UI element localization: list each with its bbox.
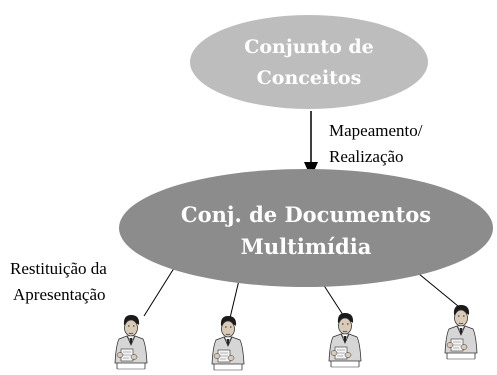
- concept-set-label-line1: Conjunto de: [244, 36, 374, 58]
- restitution-label-line2: Apresentação: [13, 285, 106, 304]
- multimedia-documents-label-line1: Conj. de Documentos: [181, 202, 431, 227]
- person-icon: [211, 315, 245, 371]
- mapping-label-line1: Mapeamento/: [329, 121, 423, 140]
- multimedia-documents-label-line2: Multimídia: [241, 234, 372, 259]
- restitution-label-line1: Restituição da: [10, 259, 107, 278]
- mapping-label-line2: Realização: [329, 147, 404, 166]
- mapping-arrow: [304, 111, 318, 178]
- person-icon: [328, 312, 362, 368]
- person-icon: [444, 304, 478, 360]
- person-icon: [114, 314, 148, 370]
- concept-set-node: Conjunto de Conceitos: [190, 15, 428, 109]
- multimedia-documents-node: Conj. de Documentos Multimídia: [119, 169, 493, 287]
- concept-set-label-line2: Conceitos: [257, 67, 362, 89]
